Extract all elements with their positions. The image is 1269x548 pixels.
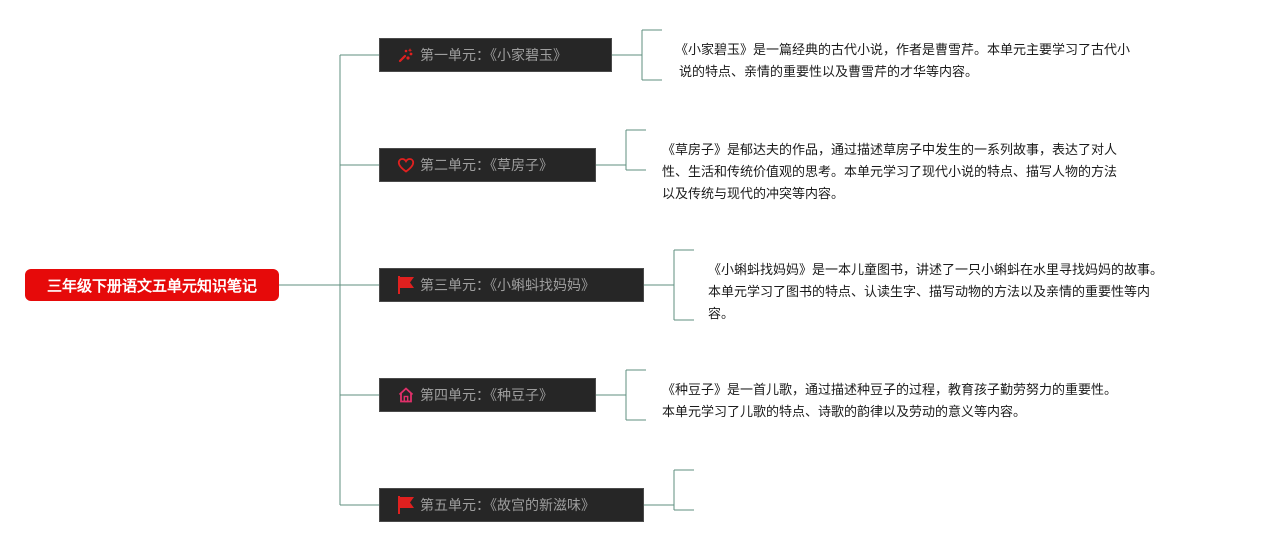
note-line: 《小家碧玉》是一篇经典的古代小说，作者是曹雪芹。本单元主要学习了古代小	[675, 43, 1131, 58]
unit-node-2[interactable]: 第二单元：《草房子》	[379, 148, 596, 182]
note-unit-3: 《小蝌蚪找妈妈》是一本儿童图书，讲述了一只小蝌蚪在水里寻找妈妈的故事。 本单元学…	[708, 260, 1163, 326]
house-icon	[396, 385, 416, 405]
note-line: 《小蝌蚪找妈妈》是一本儿童图书，讲述了一只小蝌蚪在水里寻找妈妈的故事。	[708, 263, 1164, 278]
note-line: 本单元学习了图书的特点、认读生字、描写动物的方法以及亲情的重要性等内	[708, 285, 1151, 300]
note-bracket-5	[644, 469, 694, 511]
unit-label-2: 第二单元：《草房子》	[420, 158, 553, 174]
flag-icon	[396, 495, 416, 515]
unit-label-5: 第五单元：《故宫的新滋味》	[420, 498, 595, 514]
note-unit-2: 《草房子》是郁达夫的作品，通过描述草房子中发生的一系列故事，表达了对人 性、生活…	[662, 140, 1117, 206]
unit-node-1[interactable]: 第一单元：《小家碧玉》	[379, 38, 612, 72]
note-line: 本单元学习了儿歌的特点、诗歌的韵律以及劳动的意义等内容。	[662, 405, 1027, 420]
note-line: 性、生活和传统价值观的思考。本单元学习了现代小说的特点、描写人物的方法	[662, 165, 1118, 180]
unit-label-1: 第一单元：《小家碧玉》	[420, 48, 567, 64]
flag-icon	[396, 275, 416, 295]
note-unit-1: 《小家碧玉》是一篇经典的古代小说，作者是曹雪芹。本单元主要学习了古代小 说的特点…	[675, 40, 1130, 84]
unit-node-4[interactable]: 第四单元：《种豆子》	[379, 378, 596, 412]
unit-node-3[interactable]: 第三单元：《小蝌蚪找妈妈》	[379, 268, 644, 302]
note-line: 《种豆子》是一首儿歌，通过描述种豆子的过程，教育孩子勤劳努力的重要性。	[662, 383, 1118, 398]
root-topic[interactable]: 三年级下册语文五单元知识笔记	[25, 269, 279, 301]
note-unit-4: 《种豆子》是一首儿歌，通过描述种豆子的过程，教育孩子勤劳努力的重要性。 本单元学…	[662, 380, 1117, 424]
note-line: 《草房子》是郁达夫的作品，通过描述草房子中发生的一系列故事，表达了对人	[662, 143, 1118, 158]
note-line: 容。	[708, 307, 735, 322]
root-topic-label: 三年级下册语文五单元知识笔记	[46, 276, 257, 295]
note-bracket-4	[596, 369, 646, 421]
note-line: 以及传统与现代的冲突等内容。	[662, 187, 845, 202]
note-bracket-1	[612, 29, 662, 81]
unit-label-4: 第四单元：《种豆子》	[420, 388, 553, 404]
unit-label-3: 第三单元：《小蝌蚪找妈妈》	[420, 278, 595, 294]
sparkle-icon	[396, 45, 416, 65]
heart-icon	[396, 155, 416, 175]
note-line: 说的特点、亲情的重要性以及曹雪芹的才华等内容。	[679, 65, 979, 80]
unit-node-5[interactable]: 第五单元：《故宫的新滋味》	[379, 488, 644, 522]
note-bracket-2	[596, 129, 646, 171]
note-bracket-3	[644, 249, 694, 321]
